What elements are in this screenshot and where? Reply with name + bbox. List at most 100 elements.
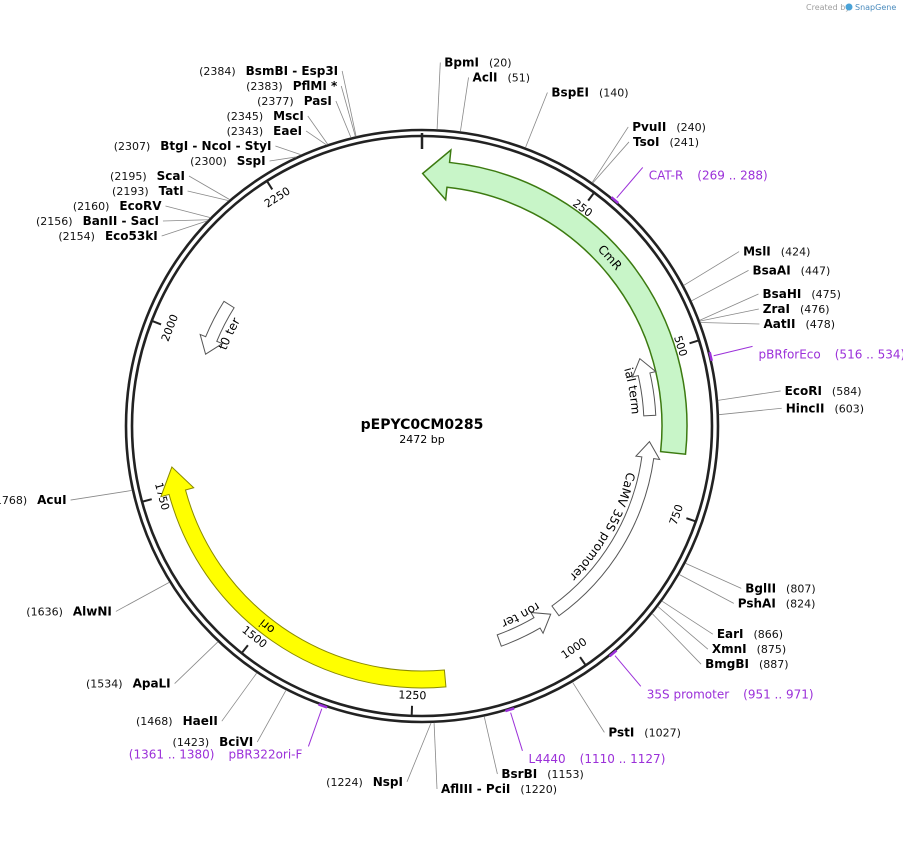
site-label-alwni[interactable]: (1636)AlwNI <box>26 604 112 618</box>
site-leader <box>256 689 287 743</box>
primer-label-35s-promoter[interactable]: 35S promoter(951 .. 971) <box>647 687 814 701</box>
site-label-bmgbi[interactable]: BmgBI(887) <box>705 657 788 671</box>
site-label-aatii[interactable]: AatII(478) <box>763 317 835 331</box>
site-label-xmni[interactable]: XmnI(875) <box>712 642 786 656</box>
site-leader <box>115 581 170 612</box>
tick-mark-1500 <box>240 644 249 654</box>
feature-ori[interactable] <box>160 466 447 689</box>
site-label-psti[interactable]: PstI(1027) <box>608 725 681 739</box>
plasmid-length: 2472 bp <box>399 433 444 446</box>
site-leader <box>187 190 229 201</box>
site-label-ecori[interactable]: EcoRI(584) <box>785 384 862 398</box>
site-leader <box>174 641 219 684</box>
site-label-bspei[interactable]: BspEI(140) <box>551 85 628 99</box>
primer-layer: CAT-R(269 .. 288) pBRforEco(516 .. 534) 35… <box>129 167 903 766</box>
site-leader <box>459 77 469 132</box>
tick-mark-2250 <box>266 180 274 190</box>
tick-mark-2000 <box>151 319 162 326</box>
site-leader <box>718 407 782 416</box>
tick-mark-250 <box>587 192 595 202</box>
primer-label-l4440[interactable]: L4440(1110 .. 1127) <box>528 752 665 766</box>
snapgene-logo-icon <box>845 3 853 11</box>
site-label-pvuii[interactable]: PvuII(240) <box>632 120 706 134</box>
site-label-apali[interactable]: (1534)ApaLI <box>86 677 171 691</box>
site-leader <box>161 220 208 237</box>
site-label-nspi[interactable]: (1224)NspI <box>326 775 403 789</box>
site-label-bsrbi[interactable]: BsrBI(1153) <box>501 767 583 781</box>
feature-his-operon-terminator[interactable] <box>496 611 552 647</box>
tick-mark-1750 <box>141 498 152 503</box>
site-leader <box>269 156 297 162</box>
snapgene-credit: Created by SnapGene <box>806 3 896 12</box>
feature-bacterial-terminator[interactable] <box>631 357 657 417</box>
tick-mark-750 <box>686 517 697 523</box>
primer-mark-pbrforeco <box>708 351 713 362</box>
site-label-eaei[interactable]: (2343)EaeI <box>227 124 302 138</box>
site-layer: BpmI(20)AclI(51) BspEI(140) PvuII(240)TsoI… <box>0 55 864 796</box>
credit-app: SnapGene <box>855 3 896 12</box>
primer-leader-cat-r <box>616 167 644 199</box>
primer-leader-pbr322ori-f <box>307 708 323 747</box>
credit-created-by: Created by <box>806 3 850 12</box>
backbone-outer-ring <box>124 128 720 724</box>
site-label-eco53ki[interactable]: (2154)Eco53kI <box>58 229 157 243</box>
site-label-acui[interactable]: (1768)AcuI <box>0 493 67 507</box>
site-leader <box>572 681 605 733</box>
site-label-msli[interactable]: MslI(424) <box>743 245 810 259</box>
site-leader <box>651 613 702 665</box>
site-label-pflmi[interactable]: (2383)PflMI * <box>246 79 338 93</box>
site-leader <box>661 600 714 635</box>
site-label-pasi[interactable]: (2377)PasI <box>257 94 332 108</box>
site-label-acli[interactable]: AclI(51) <box>473 70 531 84</box>
site-leader <box>307 115 329 145</box>
site-leader <box>188 175 230 200</box>
site-leader <box>275 145 302 156</box>
site-leader <box>685 562 742 589</box>
site-leader <box>165 205 211 218</box>
site-label-banii-saci[interactable]: (2156)BanII - SacI <box>36 214 159 228</box>
site-label-ecorv[interactable]: (2160)EcoRV <box>73 199 162 213</box>
tick-label-750: 750 <box>667 503 686 527</box>
site-leader <box>406 722 432 782</box>
site-label-scai[interactable]: (2195)ScaI <box>110 169 185 183</box>
site-label-hincii[interactable]: HincII(603) <box>786 401 864 415</box>
primer-leader-pbrforeco <box>713 345 753 357</box>
primer-mark-35s-promoter <box>608 649 618 658</box>
site-label-bglii[interactable]: BglII(807) <box>745 581 815 595</box>
site-leader <box>679 574 734 604</box>
site-leader <box>70 490 133 501</box>
site-leader <box>717 390 781 401</box>
site-leader <box>700 322 760 325</box>
site-label-haeii[interactable]: (1468)HaeII <box>136 714 218 728</box>
primer-label-pbr322ori-f[interactable]: (1361 .. 1380)pBR322ori-F <box>129 747 303 761</box>
site-label-bcivi[interactable]: (1423)BciVI <box>173 735 254 749</box>
site-label-sspi[interactable]: (2300)SspI <box>190 154 265 168</box>
site-label-bpmi[interactable]: BpmI(20) <box>444 55 511 69</box>
site-leader <box>436 62 441 130</box>
feature-cmr[interactable] <box>421 148 688 456</box>
site-label-bsahi[interactable]: BsaHI(475) <box>762 287 841 301</box>
site-label-bsmbi-esp3i[interactable]: (2384)BsmBI - Esp3I <box>199 64 338 78</box>
site-label-zrai[interactable]: ZraI(476) <box>763 302 830 316</box>
primer-label-cat-r[interactable]: CAT-R(269 .. 288) <box>649 168 768 182</box>
site-leader <box>305 130 327 146</box>
site-label-tati[interactable]: (2193)TatI <box>112 184 184 198</box>
site-label-msci[interactable]: (2345)MscI <box>227 109 304 123</box>
site-label-tsoi[interactable]: TsoI(241) <box>633 135 699 149</box>
site-leader <box>335 100 352 138</box>
site-leader <box>221 672 258 722</box>
site-label-eari[interactable]: EarI(866) <box>717 627 783 641</box>
primer-label-pbrforeco[interactable]: pBRforEco(516 .. 534) <box>759 347 903 361</box>
site-label-btgi-ncoi-styi[interactable]: (2307)BtgI - NcoI - StyI <box>114 139 272 153</box>
feature-camv-35s-promoter[interactable] <box>551 440 661 617</box>
site-leader <box>162 219 209 222</box>
site-label-afliii-pcii[interactable]: AflIII - PciI(1220) <box>441 782 557 796</box>
feature-lambda-t0-terminator[interactable] <box>199 300 235 356</box>
tick-label-2250: 2250 <box>262 184 293 210</box>
tick-label-2000: 2000 <box>159 313 181 344</box>
site-label-pshai[interactable]: PshAI(824) <box>738 596 816 610</box>
site-leader <box>433 722 438 790</box>
tick-mark-500 <box>689 339 700 345</box>
site-label-bsaai[interactable]: BsaAI(447) <box>753 263 831 277</box>
